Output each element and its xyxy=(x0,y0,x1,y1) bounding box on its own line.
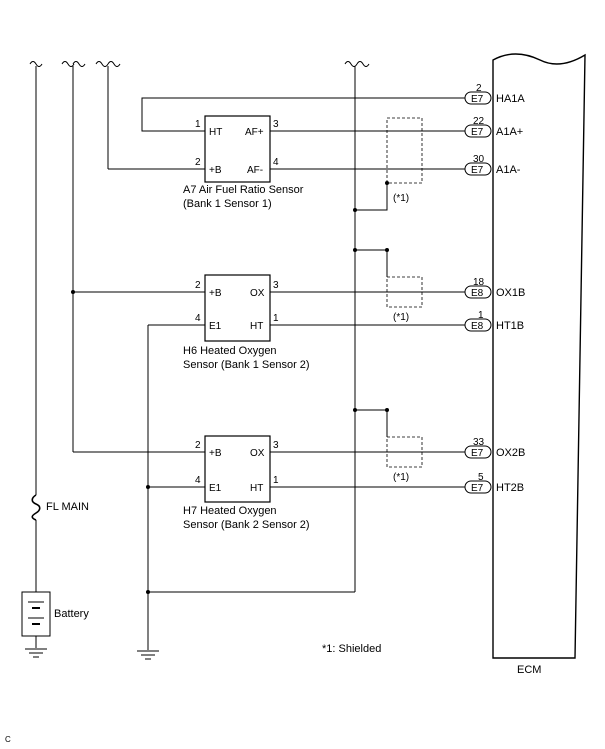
ground-icon xyxy=(137,650,159,660)
sensor-h7-pin1-num: 1 xyxy=(273,475,279,486)
fuse-label: FL MAIN xyxy=(46,501,89,513)
sensor-h7-pin3-num: 3 xyxy=(273,440,279,451)
terminal-pin-number: 1 xyxy=(478,310,484,321)
sensor-h6-pin1-num: 1 xyxy=(273,313,279,324)
sensor-a7-pin3-label: AF+ xyxy=(245,127,264,138)
sensor-h7-name: H7 Heated Oxygen xyxy=(183,505,277,517)
shield-3-mark: (*1) xyxy=(393,472,409,483)
ecm-label: ECM xyxy=(517,664,541,676)
terminal-connector: E7 xyxy=(471,448,484,459)
wire-break-marks xyxy=(29,61,370,67)
sensor-h7-pin3-label: OX xyxy=(250,448,265,459)
sensor-a7-pin4-num: 4 xyxy=(273,157,279,168)
sensor-h6-subname: Sensor (Bank 1 Sensor 2) xyxy=(183,359,310,371)
sensor-h7-wires xyxy=(73,451,465,489)
sensor-a7-pin1-label: HT xyxy=(209,127,222,138)
sensor-h6-pin3-num: 3 xyxy=(273,280,279,291)
sensor-a7-pin1-num: 1 xyxy=(195,119,201,130)
shielded-note: *1: Shielded xyxy=(322,643,381,655)
terminal-pin-number: 18 xyxy=(473,277,485,288)
terminal-connector: E8 xyxy=(471,288,484,299)
sensor-a7-pin3-num: 3 xyxy=(273,119,279,130)
sensor-a7-box xyxy=(204,115,271,183)
terminal-signal: HT2B xyxy=(496,482,524,494)
ecm-terminal-a1a-minus: 30 E7 A1A- xyxy=(464,154,521,176)
terminal-pin-number: 5 xyxy=(478,472,484,483)
shield-2 xyxy=(386,276,423,308)
terminal-pin-number: 22 xyxy=(473,116,485,127)
terminal-connector: E8 xyxy=(471,321,484,332)
sensor-a7-pin4-label: AF- xyxy=(247,165,263,176)
sensor-h7-pin2-num: 2 xyxy=(195,440,201,451)
sensor-a7-wires xyxy=(108,97,465,170)
terminal-pin-number: 33 xyxy=(473,437,485,448)
sensor-h6-name: H6 Heated Oxygen xyxy=(183,345,277,357)
terminal-pin-number: 30 xyxy=(473,154,485,165)
battery-symbol xyxy=(21,591,51,648)
sensor-h7-pin2-label: +B xyxy=(209,448,222,459)
shield-2-mark: (*1) xyxy=(393,312,409,323)
terminal-signal: OX1B xyxy=(496,287,525,299)
sensor-h7-pin4-num: 4 xyxy=(195,475,201,486)
sensor-a7-subname: (Bank 1 Sensor 1) xyxy=(183,198,272,210)
sensor-h6-wires xyxy=(71,290,465,326)
vertical-wires xyxy=(35,66,356,650)
terminal-connector: E7 xyxy=(471,94,484,105)
shield-1 xyxy=(386,117,423,184)
ecm-terminal-a1a-plus: 22 E7 A1A+ xyxy=(464,116,523,138)
sensor-h7-pin4-label: E1 xyxy=(209,483,222,494)
shield-3 xyxy=(386,436,423,468)
terminal-signal: A1A+ xyxy=(496,126,523,138)
ecm-terminal-ht2b: 5 E7 HT2B xyxy=(464,472,524,494)
ground-icon xyxy=(25,648,47,658)
terminal-connector: E7 xyxy=(471,483,484,494)
sensor-a7-pin2-label: +B xyxy=(209,165,222,176)
ground-bus xyxy=(146,590,355,594)
ecm-terminal-ha1a: 2 E7 HA1A xyxy=(464,83,525,105)
corner-mark: C xyxy=(5,735,11,744)
sensor-h6-pin2-num: 2 xyxy=(195,280,201,291)
terminal-connector: E7 xyxy=(471,127,484,138)
terminal-signal: A1A- xyxy=(496,164,521,176)
sensor-h6-pin4-num: 4 xyxy=(195,313,201,324)
terminal-signal: HT1B xyxy=(496,320,524,332)
terminal-signal: OX2B xyxy=(496,447,525,459)
battery-label: Battery xyxy=(54,608,89,620)
sensor-h6-box xyxy=(204,274,271,342)
terminal-pin-number: 2 xyxy=(476,83,482,94)
ecm-block xyxy=(492,53,586,659)
sensor-h6-pin1-label: HT xyxy=(250,321,263,332)
ecm-terminal-ht1b: 1 E8 HT1B xyxy=(464,310,524,332)
terminal-signal: HA1A xyxy=(496,93,525,105)
shield-1-mark: (*1) xyxy=(393,193,409,204)
sensor-h7-subname: Sensor (Bank 2 Sensor 2) xyxy=(183,519,310,531)
sensor-h6-pin3-label: OX xyxy=(250,288,265,299)
ecm-terminal-ox1b: 18 E8 OX1B xyxy=(464,277,525,299)
sensor-h6-pin4-label: E1 xyxy=(209,321,222,332)
ecm-terminal-ox2b: 33 E7 OX2B xyxy=(464,437,525,459)
sensor-h6-pin2-label: +B xyxy=(209,288,222,299)
sensor-h7-pin1-label: HT xyxy=(250,483,263,494)
sensor-a7-name: A7 Air Fuel Ratio Sensor xyxy=(183,184,304,196)
fuse-fl-main xyxy=(31,494,41,521)
sensor-a7-pin2-num: 2 xyxy=(195,157,201,168)
shield-3-drain xyxy=(353,408,389,437)
terminal-connector: E7 xyxy=(471,165,484,176)
shield-1-drain xyxy=(353,181,389,212)
shield-2-drain xyxy=(353,248,389,277)
sensor-h7-box xyxy=(204,435,271,503)
